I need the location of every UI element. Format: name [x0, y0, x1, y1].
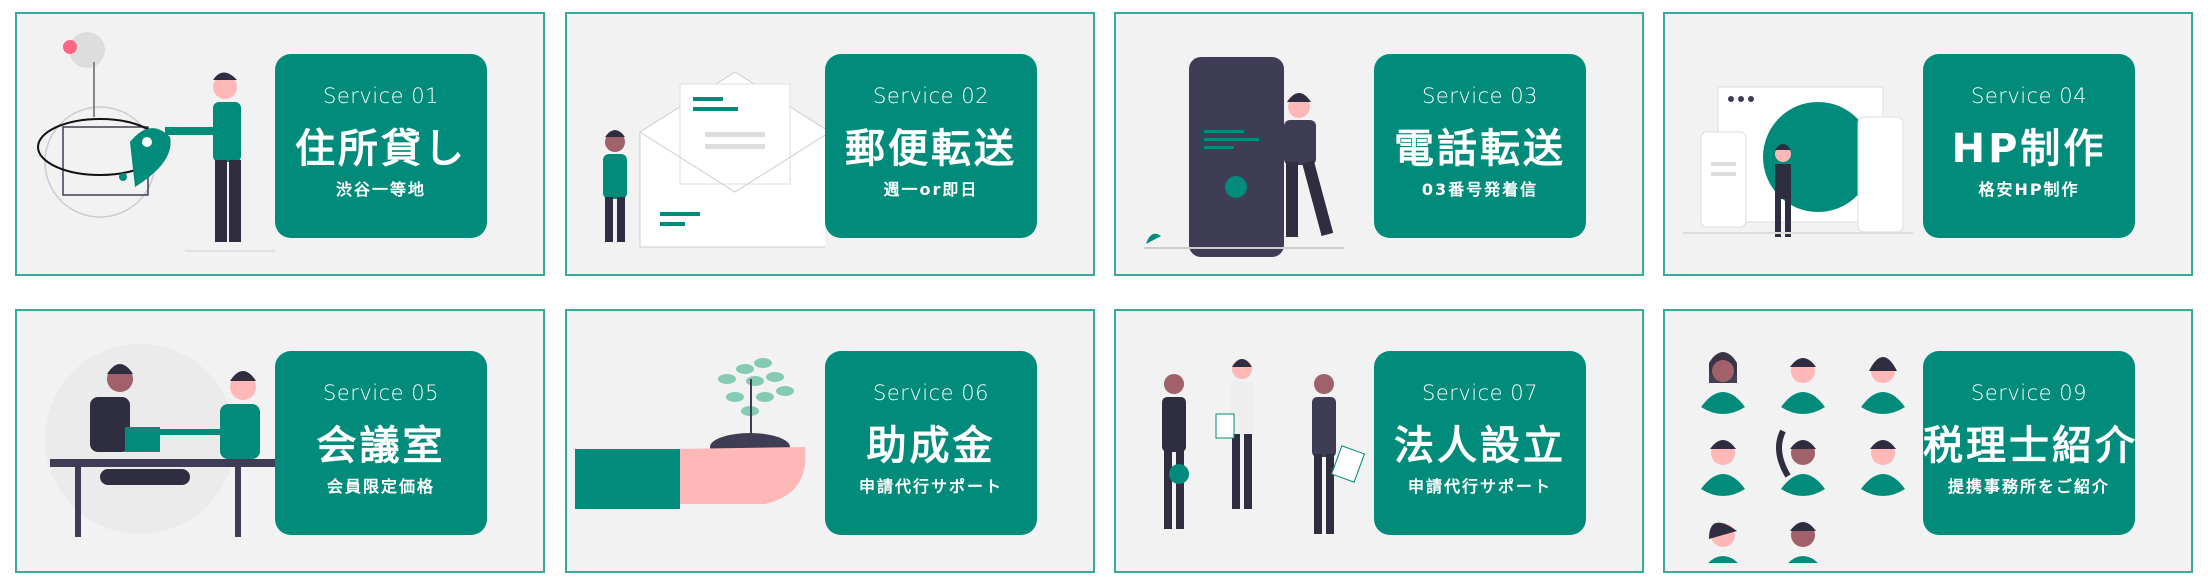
service-card-05[interactable]: Service 05 会議室 会員限定価格: [15, 309, 545, 573]
service-card-06[interactable]: Service 06 助成金 申請代行サポート: [565, 309, 1095, 573]
service-title: 住所貸し: [295, 126, 467, 172]
service-subtitle: 申請代行サポート: [1407, 477, 1552, 496]
service-subtitle: 週一or即日: [883, 180, 979, 199]
service-number: Service 06: [872, 381, 989, 405]
service-label-box: Service 01 住所貸し 渋谷一等地: [275, 54, 487, 238]
service-label-box: Service 04 HP制作 格安HP制作: [1923, 54, 2135, 238]
service-number: Service 05: [322, 381, 439, 405]
service-title: HP制作: [1951, 126, 2107, 172]
avatars-illustration: [1701, 352, 1905, 563]
service-subtitle: 渋谷一等地: [335, 180, 426, 199]
service-label-box: Service 06 助成金 申請代行サポート: [825, 351, 1037, 535]
team-illustration: [1162, 359, 1366, 534]
service-card-03[interactable]: Service 03 電話転送 03番号発着信: [1114, 12, 1644, 276]
service-title: 助成金: [866, 423, 996, 469]
service-card-01[interactable]: Service 01 住所貸し 渋谷一等地: [15, 12, 545, 276]
service-card-02[interactable]: Service 02 郵便転送 週一or即日: [565, 12, 1095, 276]
service-card-04[interactable]: Service 04 HP制作 格安HP制作: [1663, 12, 2193, 276]
meeting-illustration: [45, 344, 275, 537]
service-subtitle: 申請代行サポート: [858, 477, 1003, 496]
service-card-09[interactable]: Service 09 税理士紹介 提携事務所をご紹介: [1663, 309, 2193, 573]
service-number: Service 07: [1421, 381, 1538, 405]
plant-hand-illustration: [575, 358, 806, 509]
service-subtitle: 03番号発着信: [1421, 180, 1539, 199]
service-title: 税理士紹介: [1923, 423, 2138, 469]
service-title: 法人設立: [1394, 423, 1566, 469]
service-number: Service 02: [872, 84, 989, 108]
website-illustration: [1683, 86, 1913, 237]
service-subtitle: 会員限定価格: [326, 477, 435, 496]
service-title: 電話転送: [1394, 126, 1566, 172]
service-label-box: Service 03 電話転送 03番号発着信: [1374, 54, 1586, 238]
service-subtitle: 提携事務所をご紹介: [1947, 477, 2110, 496]
service-label-box: Service 09 税理士紹介 提携事務所をご紹介: [1923, 351, 2135, 535]
service-label-box: Service 05 会議室 会員限定価格: [275, 351, 487, 535]
phone-illustration: [1144, 57, 1344, 257]
service-number: Service 09: [1970, 381, 2087, 405]
service-title: 会議室: [316, 423, 446, 469]
envelope-illustration: [603, 71, 825, 248]
service-subtitle: 格安HP制作: [1978, 180, 2080, 199]
service-number: Service 03: [1421, 84, 1538, 108]
service-label-box: Service 07 法人設立 申請代行サポート: [1374, 351, 1586, 535]
service-number: Service 04: [1970, 84, 2087, 108]
service-card-07[interactable]: Service 07 法人設立 申請代行サポート: [1114, 309, 1644, 573]
service-number: Service 01: [322, 84, 439, 108]
service-title: 郵便転送: [845, 126, 1017, 172]
service-label-box: Service 02 郵便転送 週一or即日: [825, 54, 1037, 238]
map-pin-illustration: [37, 32, 275, 252]
